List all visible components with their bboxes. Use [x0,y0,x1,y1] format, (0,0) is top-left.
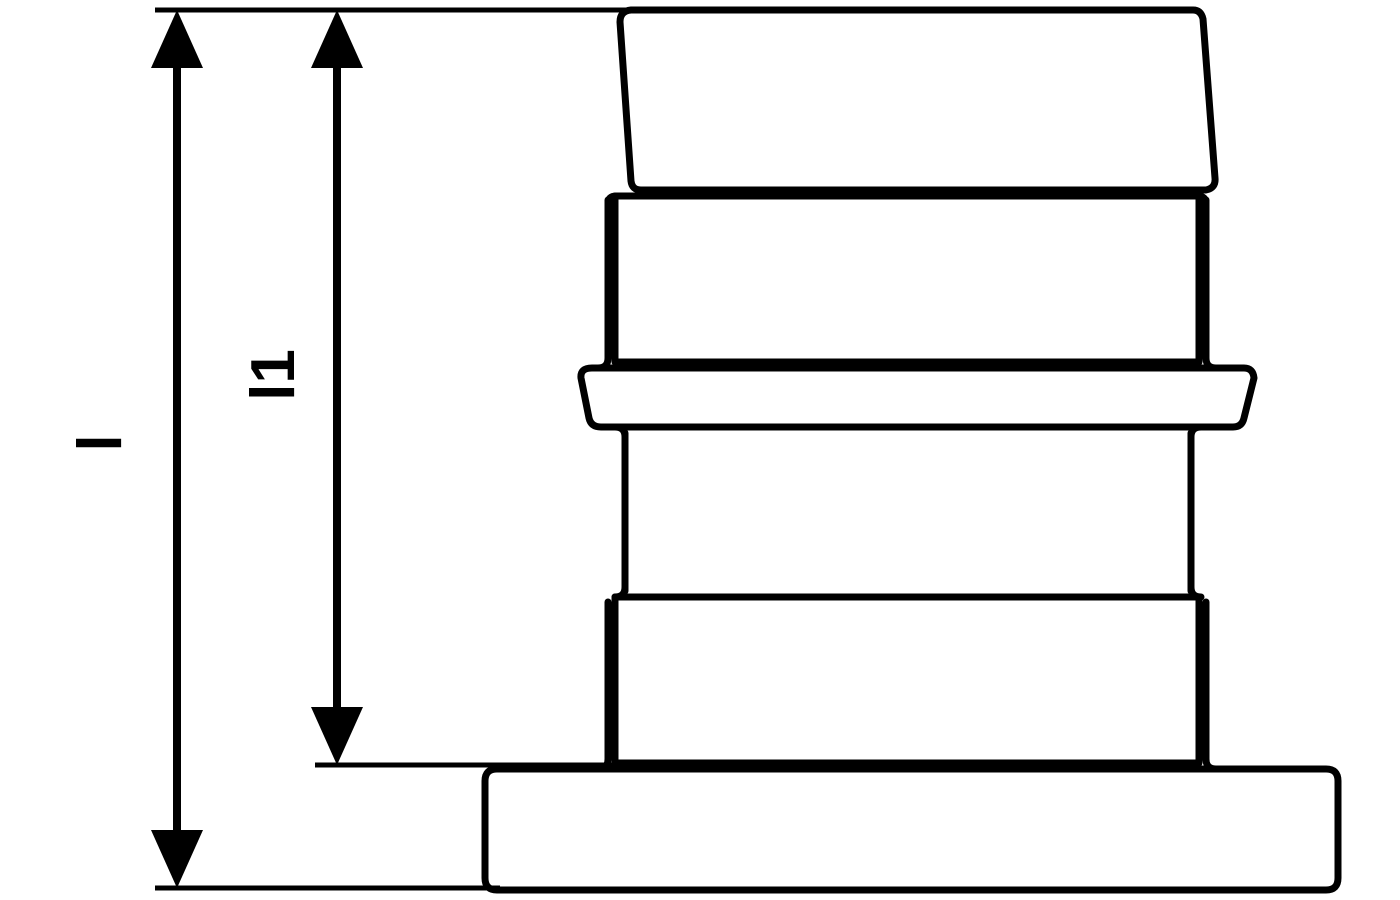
dimension-l1-arrowhead-top [311,10,363,68]
section-mid-flange [577,364,1258,431]
fillet-upper-flange-right [1202,354,1220,372]
fillet-lower-base-left [594,755,612,773]
section-upper-body [611,192,1203,366]
fillet-flange-mid-left [611,423,629,441]
fillet-mid-lower-left [611,583,629,601]
fillet-cap-upper-right [1194,192,1210,208]
fillet-flange-mid-right [1187,423,1205,441]
dimension-l1 [311,10,363,765]
dimension-l1-arrowhead-bottom [311,707,363,765]
fillet-mid-lower-right [1187,583,1205,601]
dimension-label-l1: l1 [239,349,308,401]
fillet-upper-flange-left [594,354,612,372]
section-base-flange [481,765,1342,894]
fillet-cap-upper-left [604,192,620,208]
extension-lines [155,7,648,891]
dimension-l-arrowhead-bottom [151,830,203,888]
dimension-label-l: l [66,434,135,452]
section-top-cap [616,6,1219,194]
dimension-l [151,10,203,888]
section-lower-body [611,593,1203,767]
step-fillets [594,192,1220,773]
fillet-lower-base-right [1202,755,1220,773]
dimension-l-arrowhead-top [151,10,203,68]
part-profile [481,6,1342,894]
